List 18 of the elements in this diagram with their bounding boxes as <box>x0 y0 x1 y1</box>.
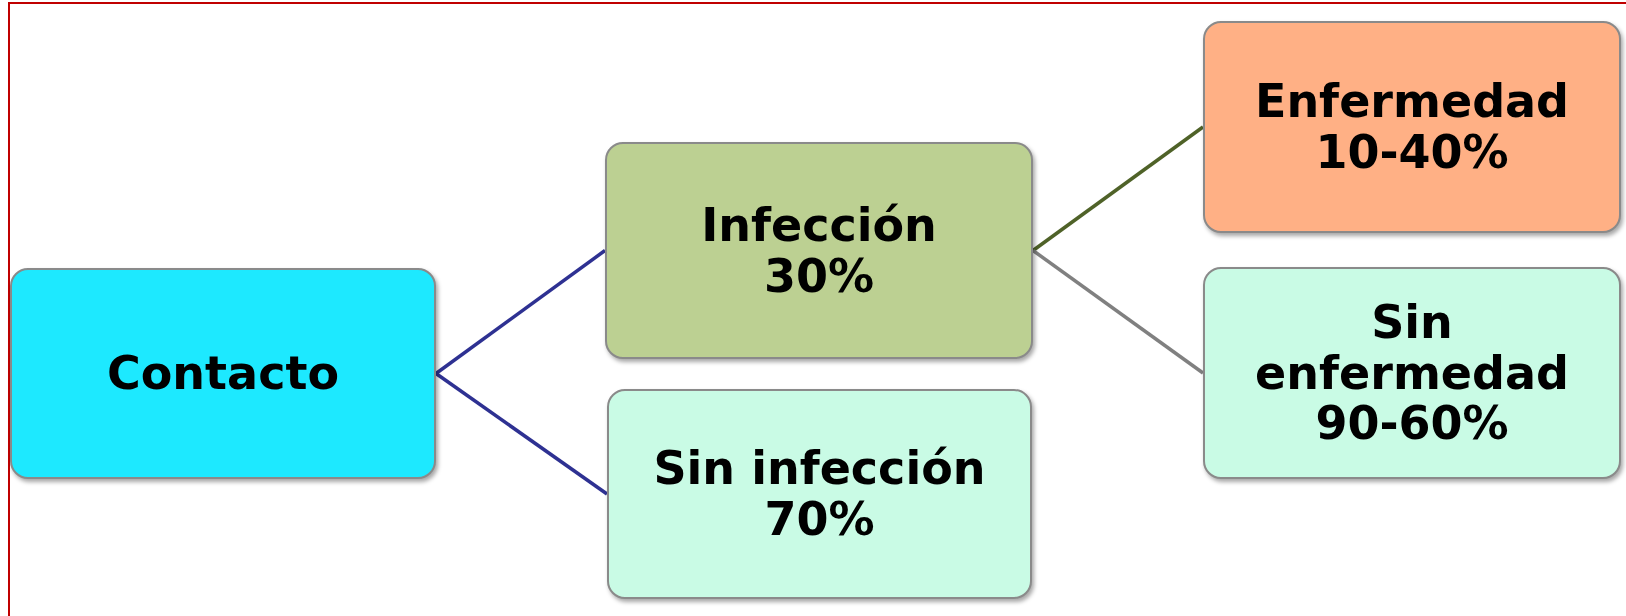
node-title: Infección <box>701 199 937 251</box>
connector-line <box>434 249 607 375</box>
connector-line <box>1031 125 1205 252</box>
node-title: Sin infección <box>653 443 986 494</box>
process-box <box>605 142 1033 359</box>
node-title: Enfermedad <box>1254 76 1570 127</box>
process-box <box>607 389 1032 599</box>
node-title: Contacto <box>107 348 339 399</box>
percentage-text: 70% <box>764 494 875 545</box>
connector-line <box>1031 249 1205 375</box>
process-box <box>10 268 436 479</box>
percentage-text: 10-40% <box>1315 127 1509 178</box>
percentage-text: 30% <box>763 250 875 302</box>
process-box <box>1203 21 1621 233</box>
connector-line <box>435 372 608 496</box>
process-box <box>1203 267 1621 479</box>
node-title: Sin enfermedad <box>1254 297 1570 399</box>
percentage-text: 90-60% <box>1315 398 1509 449</box>
